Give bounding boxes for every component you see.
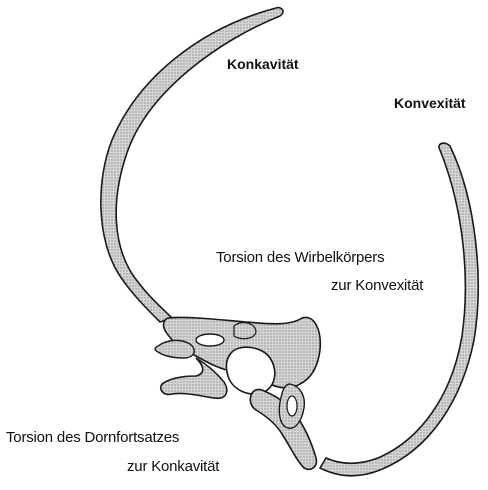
label-torsion-dornfortsatz-line1: Torsion des Dornfortsatzes <box>6 430 179 445</box>
vertebral-foramen <box>226 347 274 394</box>
label-torsion-wirbelkoerper-line1: Torsion des Wirbelkörpers <box>216 250 384 265</box>
dorsal-nub <box>234 323 256 339</box>
right-rib <box>320 143 478 476</box>
left-rib <box>101 8 283 322</box>
articular-process-left <box>155 340 194 358</box>
costal-facet-hole <box>196 334 224 346</box>
right-process-hole <box>287 396 297 416</box>
label-torsion-wirbelkoerper-line2: zur Konvexität <box>331 278 423 293</box>
label-konkavitaet: Konkavität <box>227 57 299 71</box>
label-konvexitaet: Konvexität <box>394 96 466 110</box>
label-torsion-dornfortsatz-line2: zur Konkavität <box>127 459 219 474</box>
